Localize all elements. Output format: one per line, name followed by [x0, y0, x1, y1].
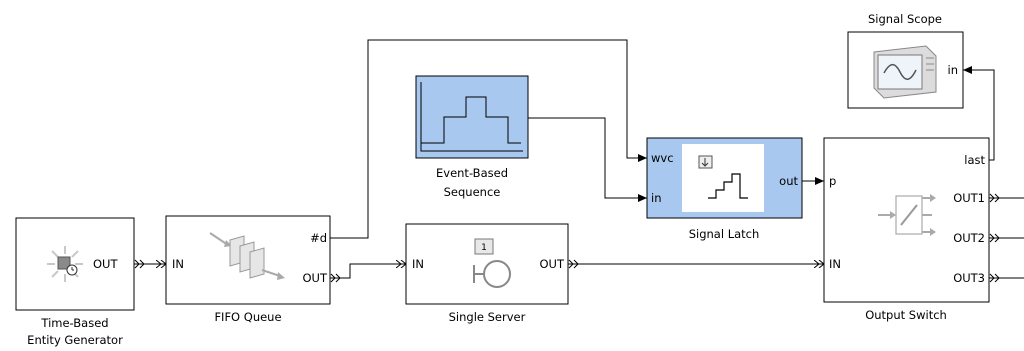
switch-port-last: last — [964, 153, 985, 167]
sequence-name-line2: Sequence — [444, 185, 501, 199]
server-port-in: IN — [412, 257, 424, 271]
sequence-name-line1: Event-Based — [436, 166, 508, 180]
latch-port-wvc: wvc — [651, 151, 674, 165]
switch-port-in: IN — [829, 257, 841, 271]
scope-icon — [873, 45, 937, 99]
fifo-queue-icon — [209, 232, 285, 280]
fifo-name: FIFO Queue — [214, 310, 281, 324]
fifo-port-d: #d — [310, 231, 327, 245]
switch-name: Output Switch — [865, 308, 947, 322]
switch-port-p: p — [829, 174, 836, 188]
block-signal-latch[interactable]: wvc in out Signal Latch — [646, 137, 803, 241]
block-signal-scope[interactable]: in Signal Scope — [847, 12, 964, 109]
connections — [134, 39, 1024, 283]
generator-name-line1: Time-Based — [40, 316, 108, 330]
sequence-stairs-icon — [420, 82, 523, 152]
switch-port-out3: OUT3 — [953, 271, 985, 285]
latch-name: Signal Latch — [689, 227, 760, 241]
latch-port-out: out — [779, 174, 798, 188]
switch-icon — [878, 194, 936, 236]
switch-port-out2: OUT2 — [953, 231, 985, 245]
wire-sequence-to-latch-in[interactable] — [528, 117, 647, 202]
wire-switch-last-to-scope[interactable] — [963, 66, 995, 161]
block-single-server[interactable]: 1 IN OUT Single Server — [405, 223, 569, 324]
fifo-port-in: IN — [172, 257, 184, 271]
latch-port-in: in — [651, 191, 661, 205]
wire-fifo-d-to-latch-wvc[interactable] — [330, 39, 647, 239]
entity-generator-icon — [47, 246, 83, 282]
fifo-port-out: OUT — [303, 271, 328, 285]
server-badge: 1 — [481, 243, 487, 253]
block-output-switch[interactable]: p IN last OUT1 OUT2 OUT3 Output Switch — [823, 137, 990, 322]
server-name: Single Server — [449, 310, 526, 324]
switch-port-out1: OUT1 — [953, 191, 985, 205]
wire-fifo-to-server[interactable] — [330, 264, 406, 279]
generator-name-line2: Entity Generator — [27, 333, 123, 347]
scope-port-in: in — [948, 63, 958, 77]
scope-name: Signal Scope — [868, 12, 942, 26]
generator-port-out: OUT — [93, 257, 118, 271]
block-event-based-sequence[interactable]: Event-Based Sequence — [415, 75, 529, 199]
block-time-based-entity-generator[interactable]: OUT Time-Based Entity Generator — [15, 217, 135, 347]
server-icon: 1 — [473, 238, 511, 288]
server-port-out: OUT — [540, 257, 565, 271]
block-fifo-queue[interactable]: IN #d OUT FIFO Queue — [165, 215, 331, 324]
latch-icon — [698, 155, 748, 199]
